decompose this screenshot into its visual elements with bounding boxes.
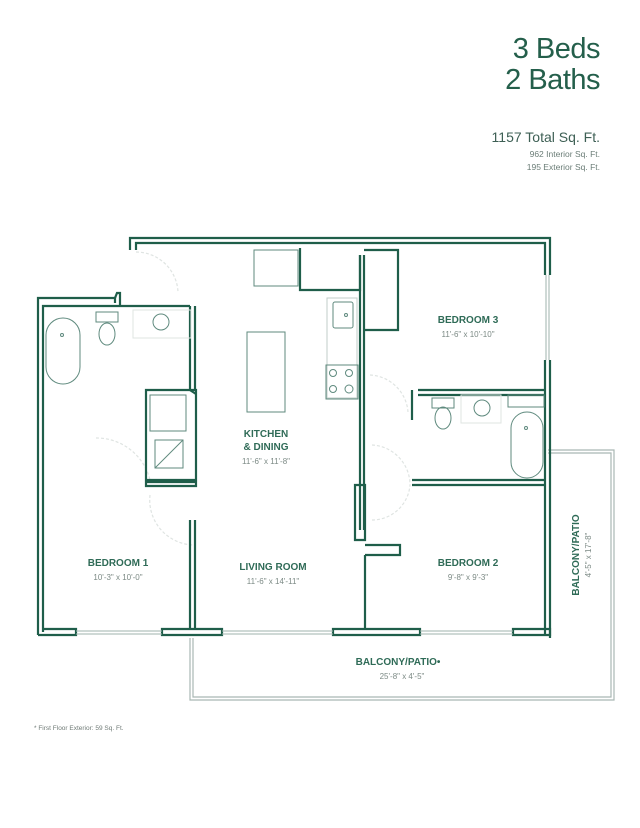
toilet-icon <box>95 311 119 323</box>
svg-text:11'-6" x 14'-11": 11'-6" x 14'-11" <box>247 577 300 586</box>
washer-icon <box>149 394 187 432</box>
unit-summary: 3 Beds 2 Baths 1157 Total Sq. Ft. 962 In… <box>491 33 601 173</box>
room-label-balcony-front: BALCONY/PATIO• <box>356 657 441 668</box>
windows <box>76 275 550 635</box>
svg-text:9'-8" x 9'-3": 9'-8" x 9'-3" <box>448 573 488 582</box>
exterior-sqft: 195 Exterior Sq. Ft. <box>526 162 600 172</box>
svg-text:11'-6" x 10'-10": 11'-6" x 10'-10" <box>441 330 494 339</box>
room-label-bedroom-3: BEDROOM 3 <box>438 315 499 326</box>
stove-icon <box>325 364 359 400</box>
svg-text:10'-3" x 10'-0": 10'-3" x 10'-0" <box>93 573 142 582</box>
door-swings <box>95 251 411 546</box>
room-label-kitchen: KITCHEN <box>244 429 288 440</box>
room-label-living-room: LIVING ROOM <box>239 562 306 573</box>
sink-icon <box>473 399 491 417</box>
bathtub-icon <box>45 317 81 385</box>
baths-count: 2 Baths <box>505 64 600 96</box>
balcony-outline <box>189 449 615 701</box>
walls <box>36 236 552 638</box>
svg-text:4'-5" x 17'-8": 4'-5" x 17'-8" <box>584 532 593 577</box>
svg-text:& DINING: & DINING <box>244 442 289 453</box>
fixtures <box>45 249 545 479</box>
total-sqft: 1157 Total Sq. Ft. <box>491 129 600 145</box>
bathtub-icon <box>510 411 544 479</box>
room-labels: BEDROOM 1 10'-3" x 10'-0" LIVING ROOM 11… <box>88 315 593 681</box>
toilet-icon <box>431 397 455 409</box>
dryer-icon <box>154 439 184 469</box>
beds-count: 3 Beds <box>512 33 601 65</box>
room-label-bedroom-2: BEDROOM 2 <box>438 558 499 569</box>
sink-icon <box>152 313 170 331</box>
room-label-balcony-side: BALCONY/PATIO <box>571 514 582 596</box>
room-label-bedroom-1: BEDROOM 1 <box>88 558 149 569</box>
svg-text:11'-6" x 11'-8": 11'-6" x 11'-8" <box>242 457 290 466</box>
kitchen-island <box>246 331 286 413</box>
footnote: * First Floor Exterior: 59 Sq. Ft. <box>34 725 124 732</box>
kitchen-sink-icon <box>332 301 354 329</box>
svg-text:25'-8" x 4'-5": 25'-8" x 4'-5" <box>380 672 425 681</box>
interior-sqft: 962 Interior Sq. Ft. <box>529 149 600 159</box>
